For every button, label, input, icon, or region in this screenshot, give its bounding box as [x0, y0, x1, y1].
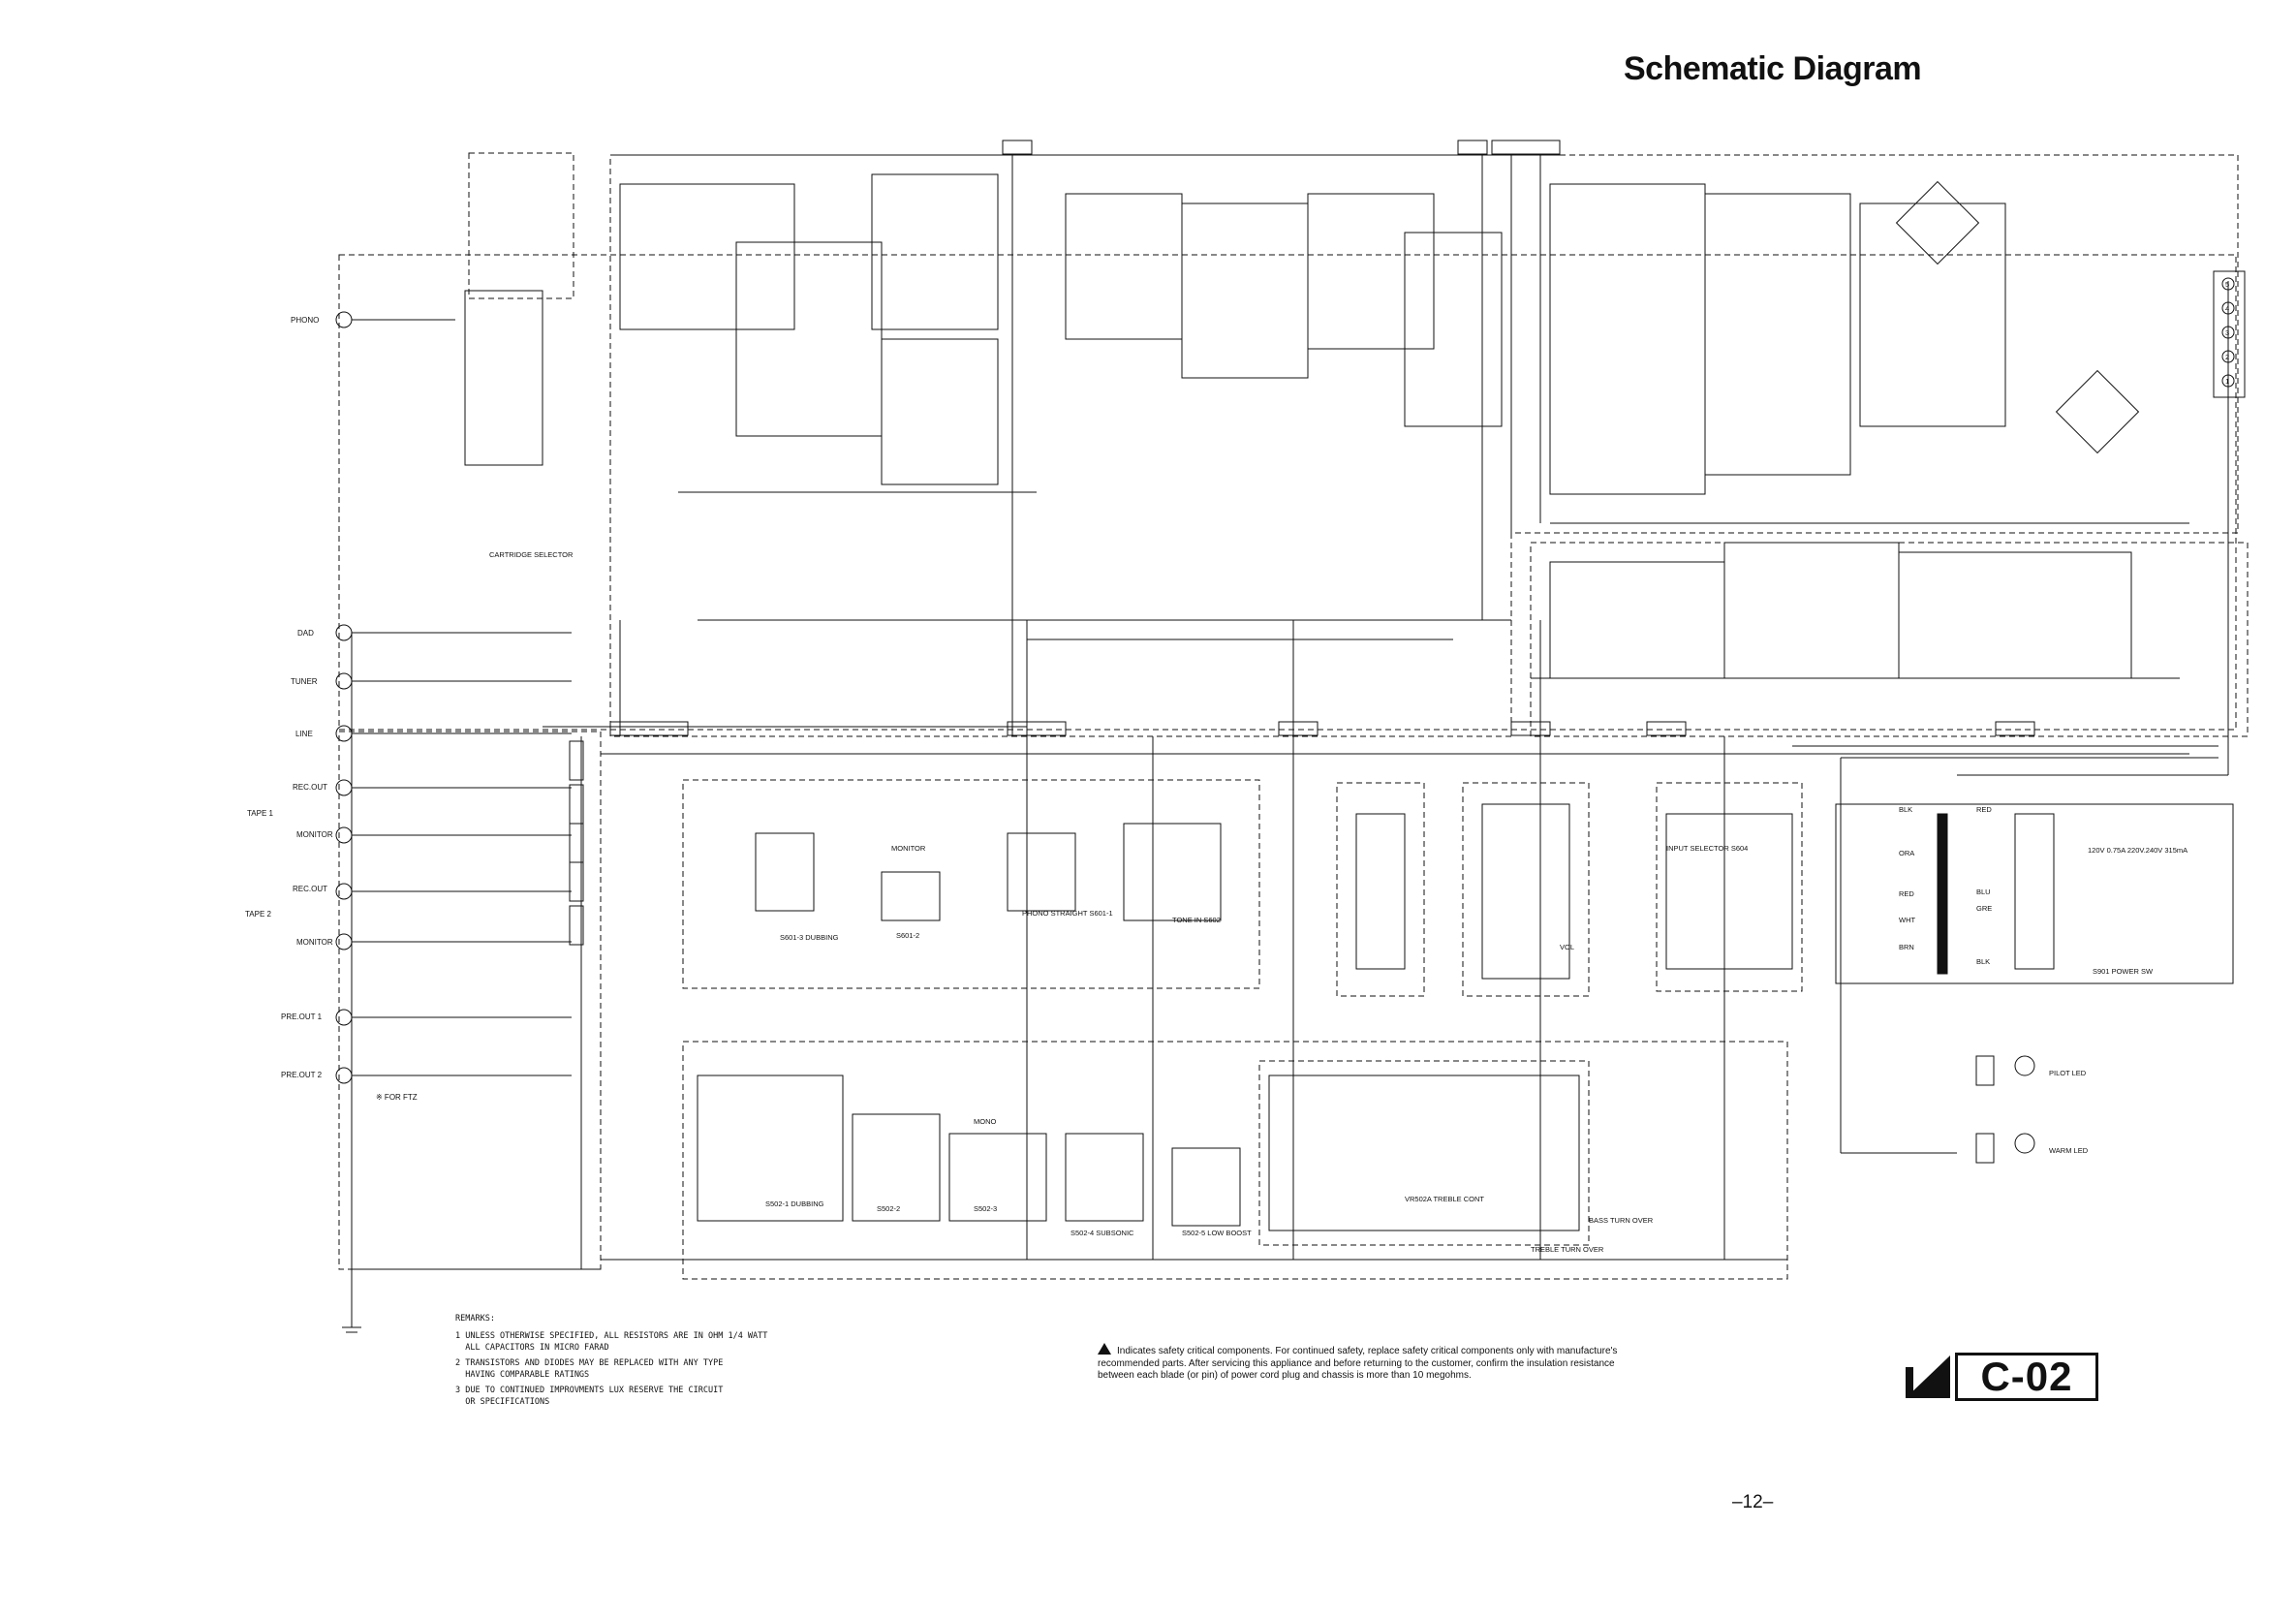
remark-3: 3 DUE TO CONTINUED IMPROVMENTS LUX RESER…: [455, 1386, 724, 1407]
input-dad: DAD: [297, 629, 314, 638]
input-tape2: TAPE 2: [245, 910, 272, 919]
model-badge: C-02: [1955, 1353, 2098, 1401]
wire-blk: BLK: [1899, 805, 1912, 814]
monitor-switch-label: S601-2: [896, 931, 919, 940]
subsonic-label: S502-4 SUBSONIC: [1070, 1229, 1134, 1237]
input-tape1-rec: REC.OUT: [293, 783, 327, 792]
terminal-3: 3: [2225, 328, 2229, 337]
terminal-1: 1: [2225, 377, 2229, 386]
page-title: Schematic Diagram: [1624, 50, 1922, 87]
input-tape2-rec: REC.OUT: [293, 885, 327, 893]
page-number: –12–: [1732, 1492, 1774, 1512]
phono-straight-label: PHONO STRAIGHT S601-1: [1022, 909, 1113, 918]
tape-switch-label: S502-2: [877, 1204, 900, 1213]
output-pre-out-1: PRE.OUT 1: [281, 1012, 323, 1021]
wire-wht: WHT: [1899, 916, 1915, 924]
remarks-title: REMARKS:: [455, 1314, 495, 1324]
terminal-2: 2: [2225, 353, 2229, 361]
wire-blu: BLU: [1976, 888, 1991, 896]
dubbing-2-label: S502-1 DUBBING: [765, 1199, 824, 1208]
pilot-led-label: PILOT LED: [2049, 1069, 2087, 1077]
remark-1: 1 UNLESS OTHERWISE SPECIFIED, ALL RESIST…: [455, 1331, 768, 1353]
cartridge-selector-label: CARTRIDGE SELECTOR: [489, 550, 574, 559]
remark-2: 2 TRANSISTORS AND DIODES MAY BE REPLACED…: [455, 1358, 724, 1380]
dubbing-1-label: S601-3 DUBBING: [780, 933, 839, 942]
input-tape1: TAPE 1: [247, 809, 274, 818]
wire-red-2: RED: [1976, 805, 1992, 814]
input-labels: PHONO DAD TUNER LINE TAPE 1 REC.OUT MONI…: [245, 316, 418, 1102]
input-phono: PHONO: [291, 316, 319, 325]
terminal-5: 5: [2225, 280, 2229, 289]
safety-note-text: Indicates safety critical components. Fo…: [1098, 1346, 1618, 1381]
output-pre-out-2: PRE.OUT 2: [281, 1071, 323, 1079]
block-labels: CARTRIDGE SELECTOR S601-3 DUBBING MONITO…: [489, 550, 2187, 1254]
vol-label: VOL: [1560, 943, 1574, 951]
warm-led-label: WARM LED: [2049, 1146, 2089, 1155]
lux-logo-icon: [1906, 1355, 1950, 1398]
bass-turn-over-label: BASS TURN OVER: [1589, 1216, 1654, 1225]
input-tape2-monitor: MONITOR: [296, 938, 333, 947]
input-line: LINE: [295, 730, 313, 738]
remarks: REMARKS: 1 UNLESS OTHERWISE SPECIFIED, A…: [455, 1313, 767, 1412]
input-selector-label: INPUT SELECTOR S604: [1666, 844, 1748, 853]
treble-cont-label: VR502A TREBLE CONT: [1405, 1195, 1484, 1203]
wire-brn: BRN: [1899, 943, 1914, 951]
safety-note: Indicates safety critical components. Fo…: [1098, 1343, 1640, 1383]
monitor-label: MONITOR: [891, 844, 926, 853]
low-boost-label: S502-5 LOW BOOST: [1182, 1229, 1252, 1237]
mono-switch-label: S502-3: [974, 1204, 997, 1213]
input-tuner: TUNER: [291, 677, 318, 686]
power-sw-label: S901 POWER SW: [2093, 967, 2154, 976]
terminal-4: 4: [2225, 304, 2229, 313]
mono-label: MONO: [974, 1117, 996, 1126]
power-terminals: 5 4 3 2 1: [2221, 277, 2235, 388]
tone-in-label: TONE IN S602: [1172, 916, 1221, 924]
transformer-wire-labels: BLK ORA RED WHT BRN RED BLU GRE BLK: [1899, 805, 1992, 966]
ftz-note: ※ FOR FTZ: [376, 1093, 418, 1102]
wire-blk-2: BLK: [1976, 957, 1990, 966]
wire-red: RED: [1899, 889, 1914, 898]
fuse-spec-label: 120V 0.75A 220V.240V 315mA: [2088, 846, 2187, 855]
wire-ora: ORA: [1899, 849, 1914, 857]
warning-triangle-icon: [1098, 1343, 1111, 1355]
treble-turn-over-label: TREBLE TURN OVER: [1531, 1245, 1604, 1254]
input-tape1-monitor: MONITOR: [296, 830, 333, 839]
wire-gre: GRE: [1976, 904, 1992, 913]
